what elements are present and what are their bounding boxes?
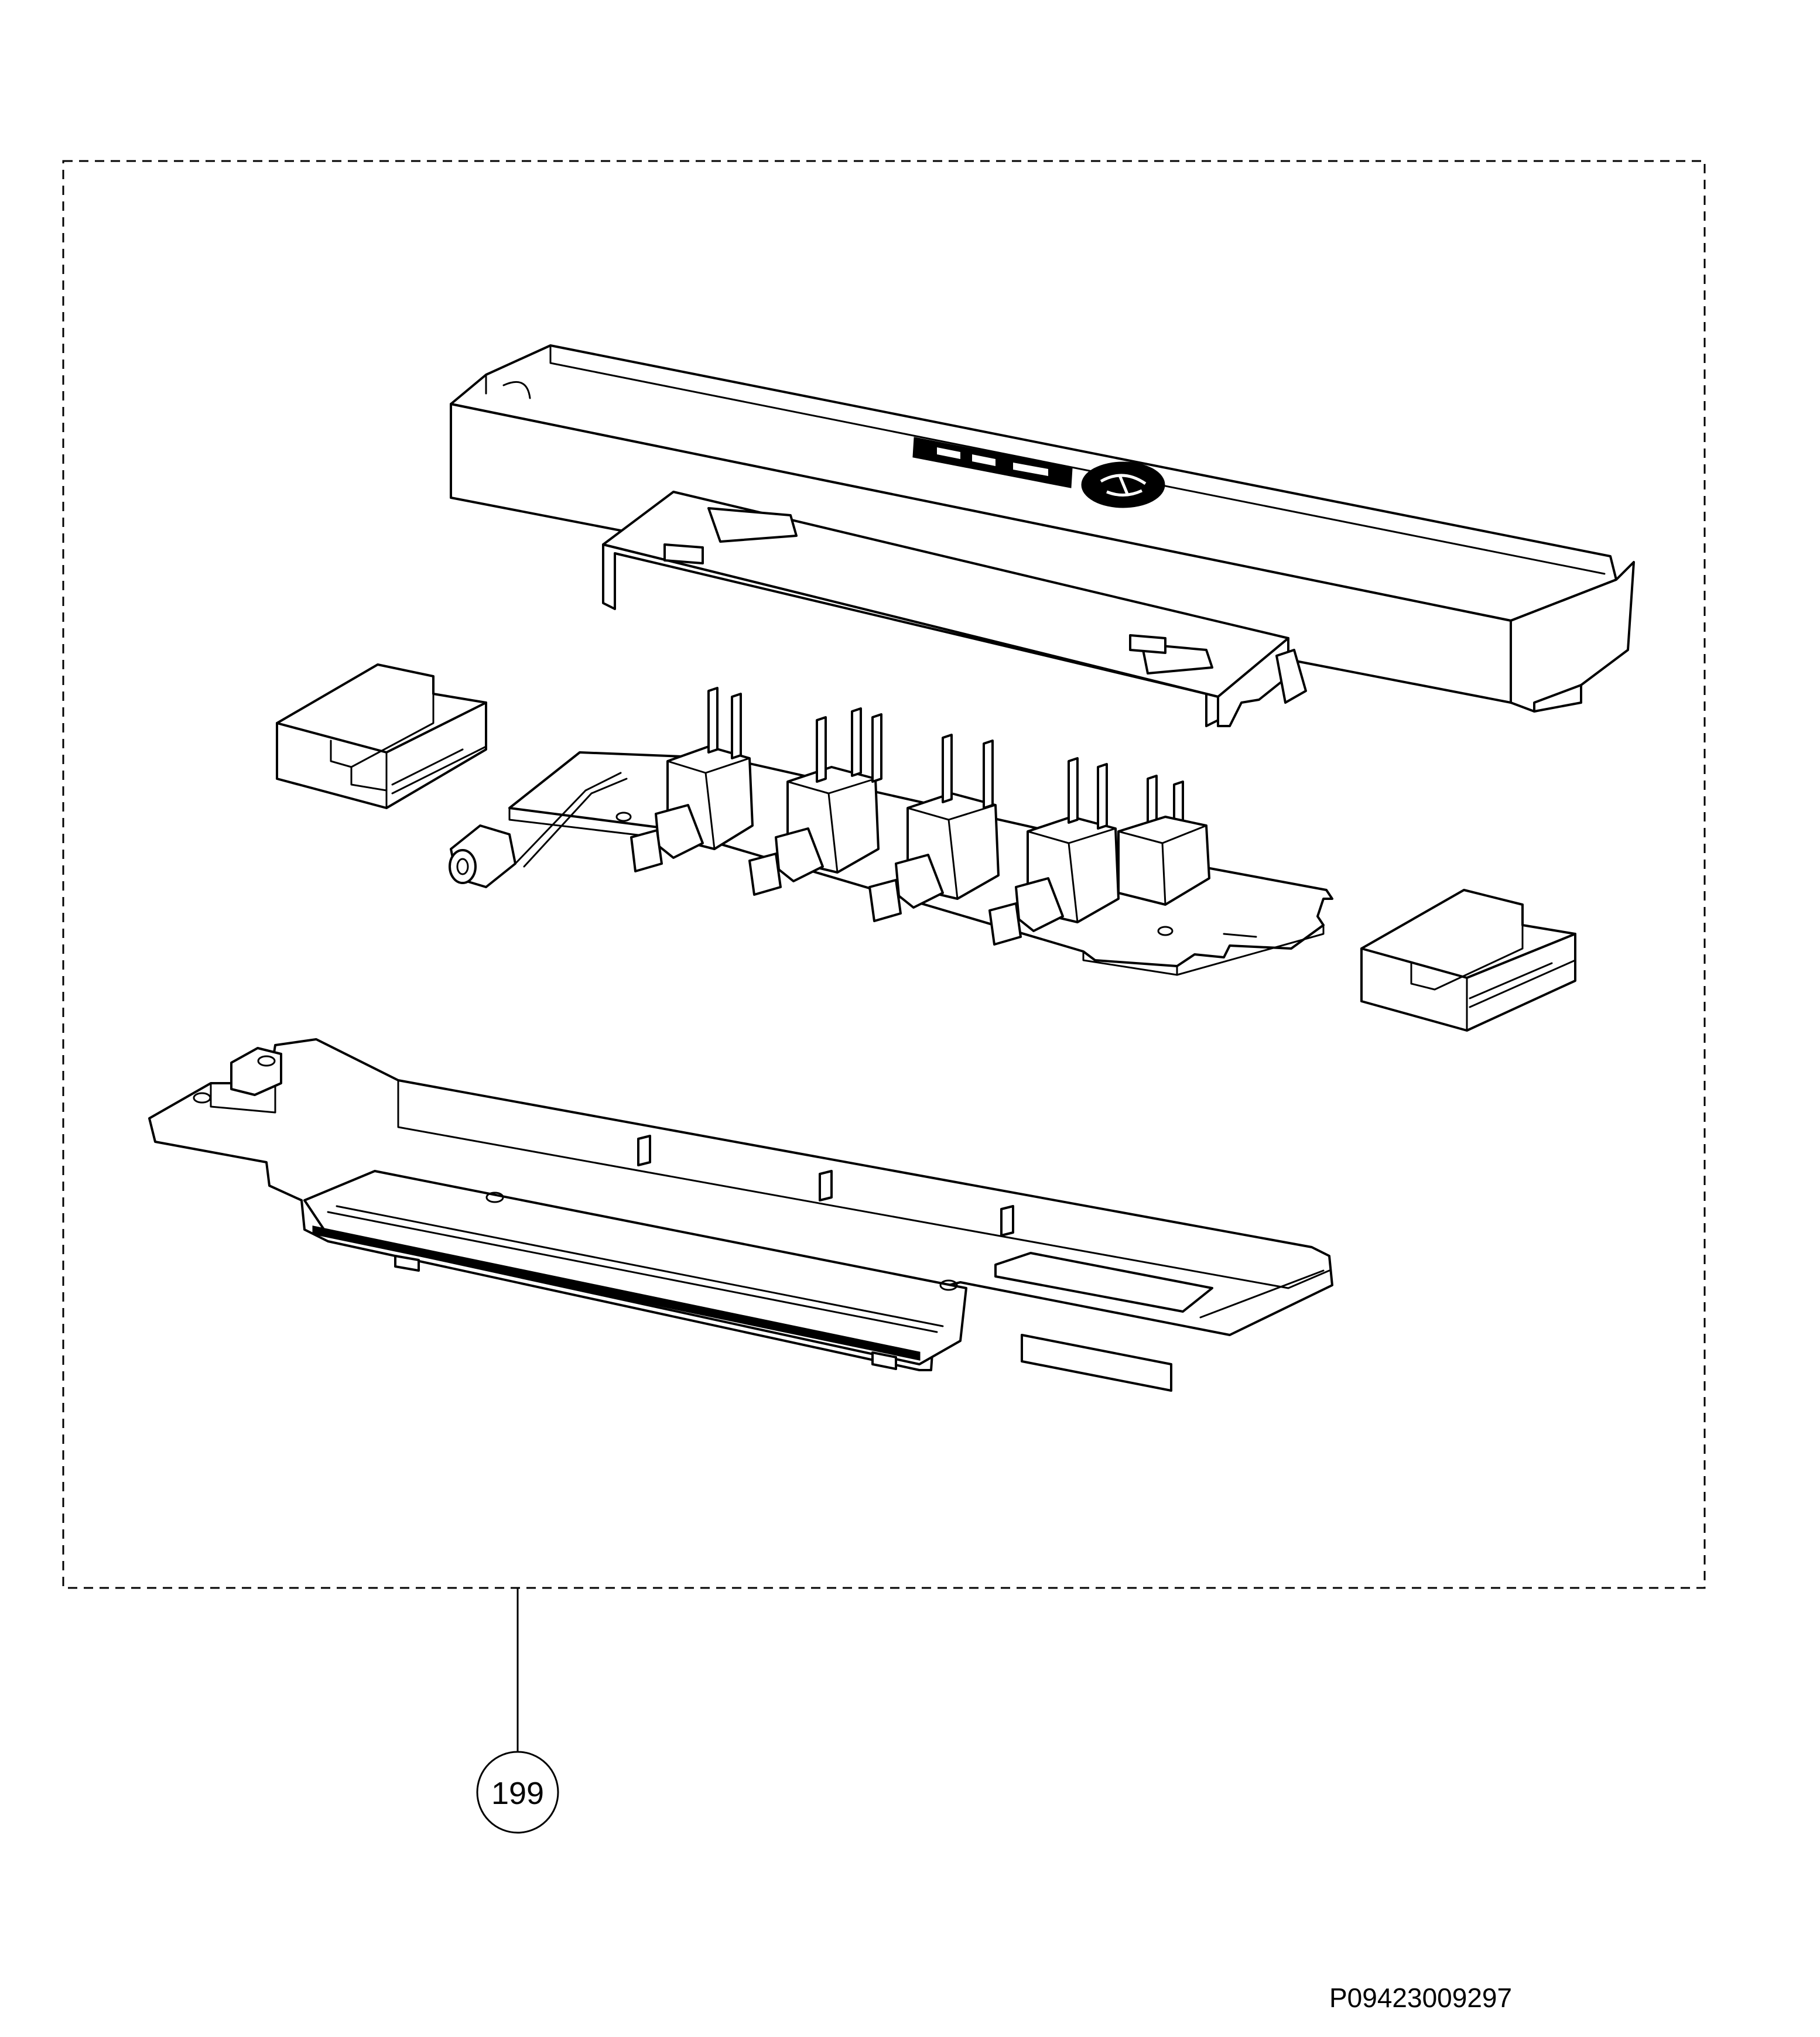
drawing-code: P09423009297 bbox=[1329, 1983, 1513, 2013]
switch-1 bbox=[630, 687, 754, 872]
switch-2 bbox=[748, 707, 882, 896]
right-foam-block bbox=[1360, 889, 1576, 1032]
switch-3 bbox=[868, 734, 1000, 922]
pcb-tray bbox=[602, 491, 1307, 727]
base-frame bbox=[148, 1038, 1333, 1392]
callout-bubble bbox=[476, 1751, 559, 1834]
assembly-boundary bbox=[62, 160, 1706, 1589]
left-foam-block bbox=[276, 663, 487, 809]
switch-4 bbox=[988, 757, 1210, 946]
callout-number: 199 bbox=[491, 1776, 544, 1811]
part-callout: 199 bbox=[476, 1588, 559, 1834]
